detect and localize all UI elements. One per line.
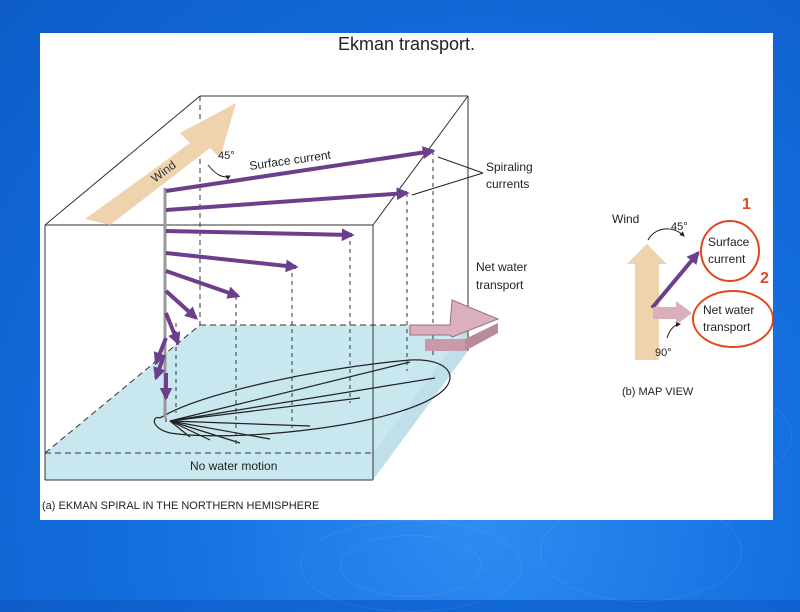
- water-slab: [44, 324, 468, 481]
- angle-45-arc: [207, 164, 231, 181]
- slide-title: Ekman transport.: [337, 34, 476, 54]
- net-transport-arrow: [409, 299, 500, 338]
- current-arrow: [165, 269, 241, 299]
- current-arrow: [165, 187, 410, 212]
- caption-a: (a) EKMAN SPIRAL IN THE NORTHERN HEMISPH…: [42, 500, 319, 512]
- spiraling-label-1: Spiraling: [486, 160, 533, 174]
- ekman-diagram: Wind 45° Surface current Spiraling curre…: [42, 95, 773, 512]
- angle-45-label: 45°: [218, 150, 235, 162]
- slide: Ekman transport.: [40, 33, 773, 520]
- current-arrow: [165, 251, 299, 273]
- spiraling-leader: [437, 156, 484, 174]
- map-surface-current-arrow: [650, 251, 700, 310]
- map-net-transport-arrow: [653, 301, 692, 325]
- current-arrow: [153, 337, 168, 366]
- map-wind-arrow: [627, 244, 667, 360]
- current-arrow: [164, 289, 198, 320]
- map-surface-label-1: Surface: [708, 235, 750, 249]
- spiraling-label-2: currents: [486, 177, 529, 191]
- net-transport-arrow-face: [465, 323, 498, 351]
- map-net-label-1: Net water: [703, 303, 754, 317]
- current-arrows: [153, 146, 436, 401]
- map-net-label-2: transport: [703, 320, 751, 334]
- net-transport-label-2: transport: [476, 278, 524, 292]
- map-angle-45-arc: [647, 228, 685, 241]
- spiral-curve: [153, 359, 451, 444]
- caption-b: (b) MAP VIEW: [622, 386, 694, 398]
- map-angle-45-label: 45°: [671, 221, 688, 233]
- current-arrow: [165, 228, 355, 242]
- surface-highlight-circle: [700, 220, 760, 282]
- map-wind-label: Wind: [612, 212, 639, 226]
- wind-arrow: [85, 103, 236, 225]
- current-arrow: [164, 312, 181, 346]
- marker-2: 2: [760, 270, 769, 287]
- map-angle-90-arc: [666, 322, 681, 339]
- net-transport-highlight-circle: [692, 290, 773, 348]
- net-transport-arrow-side: [425, 339, 465, 351]
- marker-1: 1: [742, 196, 751, 213]
- current-arrow: [153, 354, 166, 381]
- surface-current-arrow: [165, 146, 436, 193]
- net-transport-label-1: Net water: [476, 260, 527, 274]
- map-surface-label-2: current: [708, 252, 746, 266]
- background-ripple: [340, 535, 482, 597]
- map-angle-90-label: 90°: [655, 347, 672, 359]
- no-water-motion-label: No water motion: [190, 459, 277, 473]
- spiraling-leader: [411, 172, 484, 196]
- map-view: Wind 45° 90° Surface current Net water t…: [612, 196, 773, 398]
